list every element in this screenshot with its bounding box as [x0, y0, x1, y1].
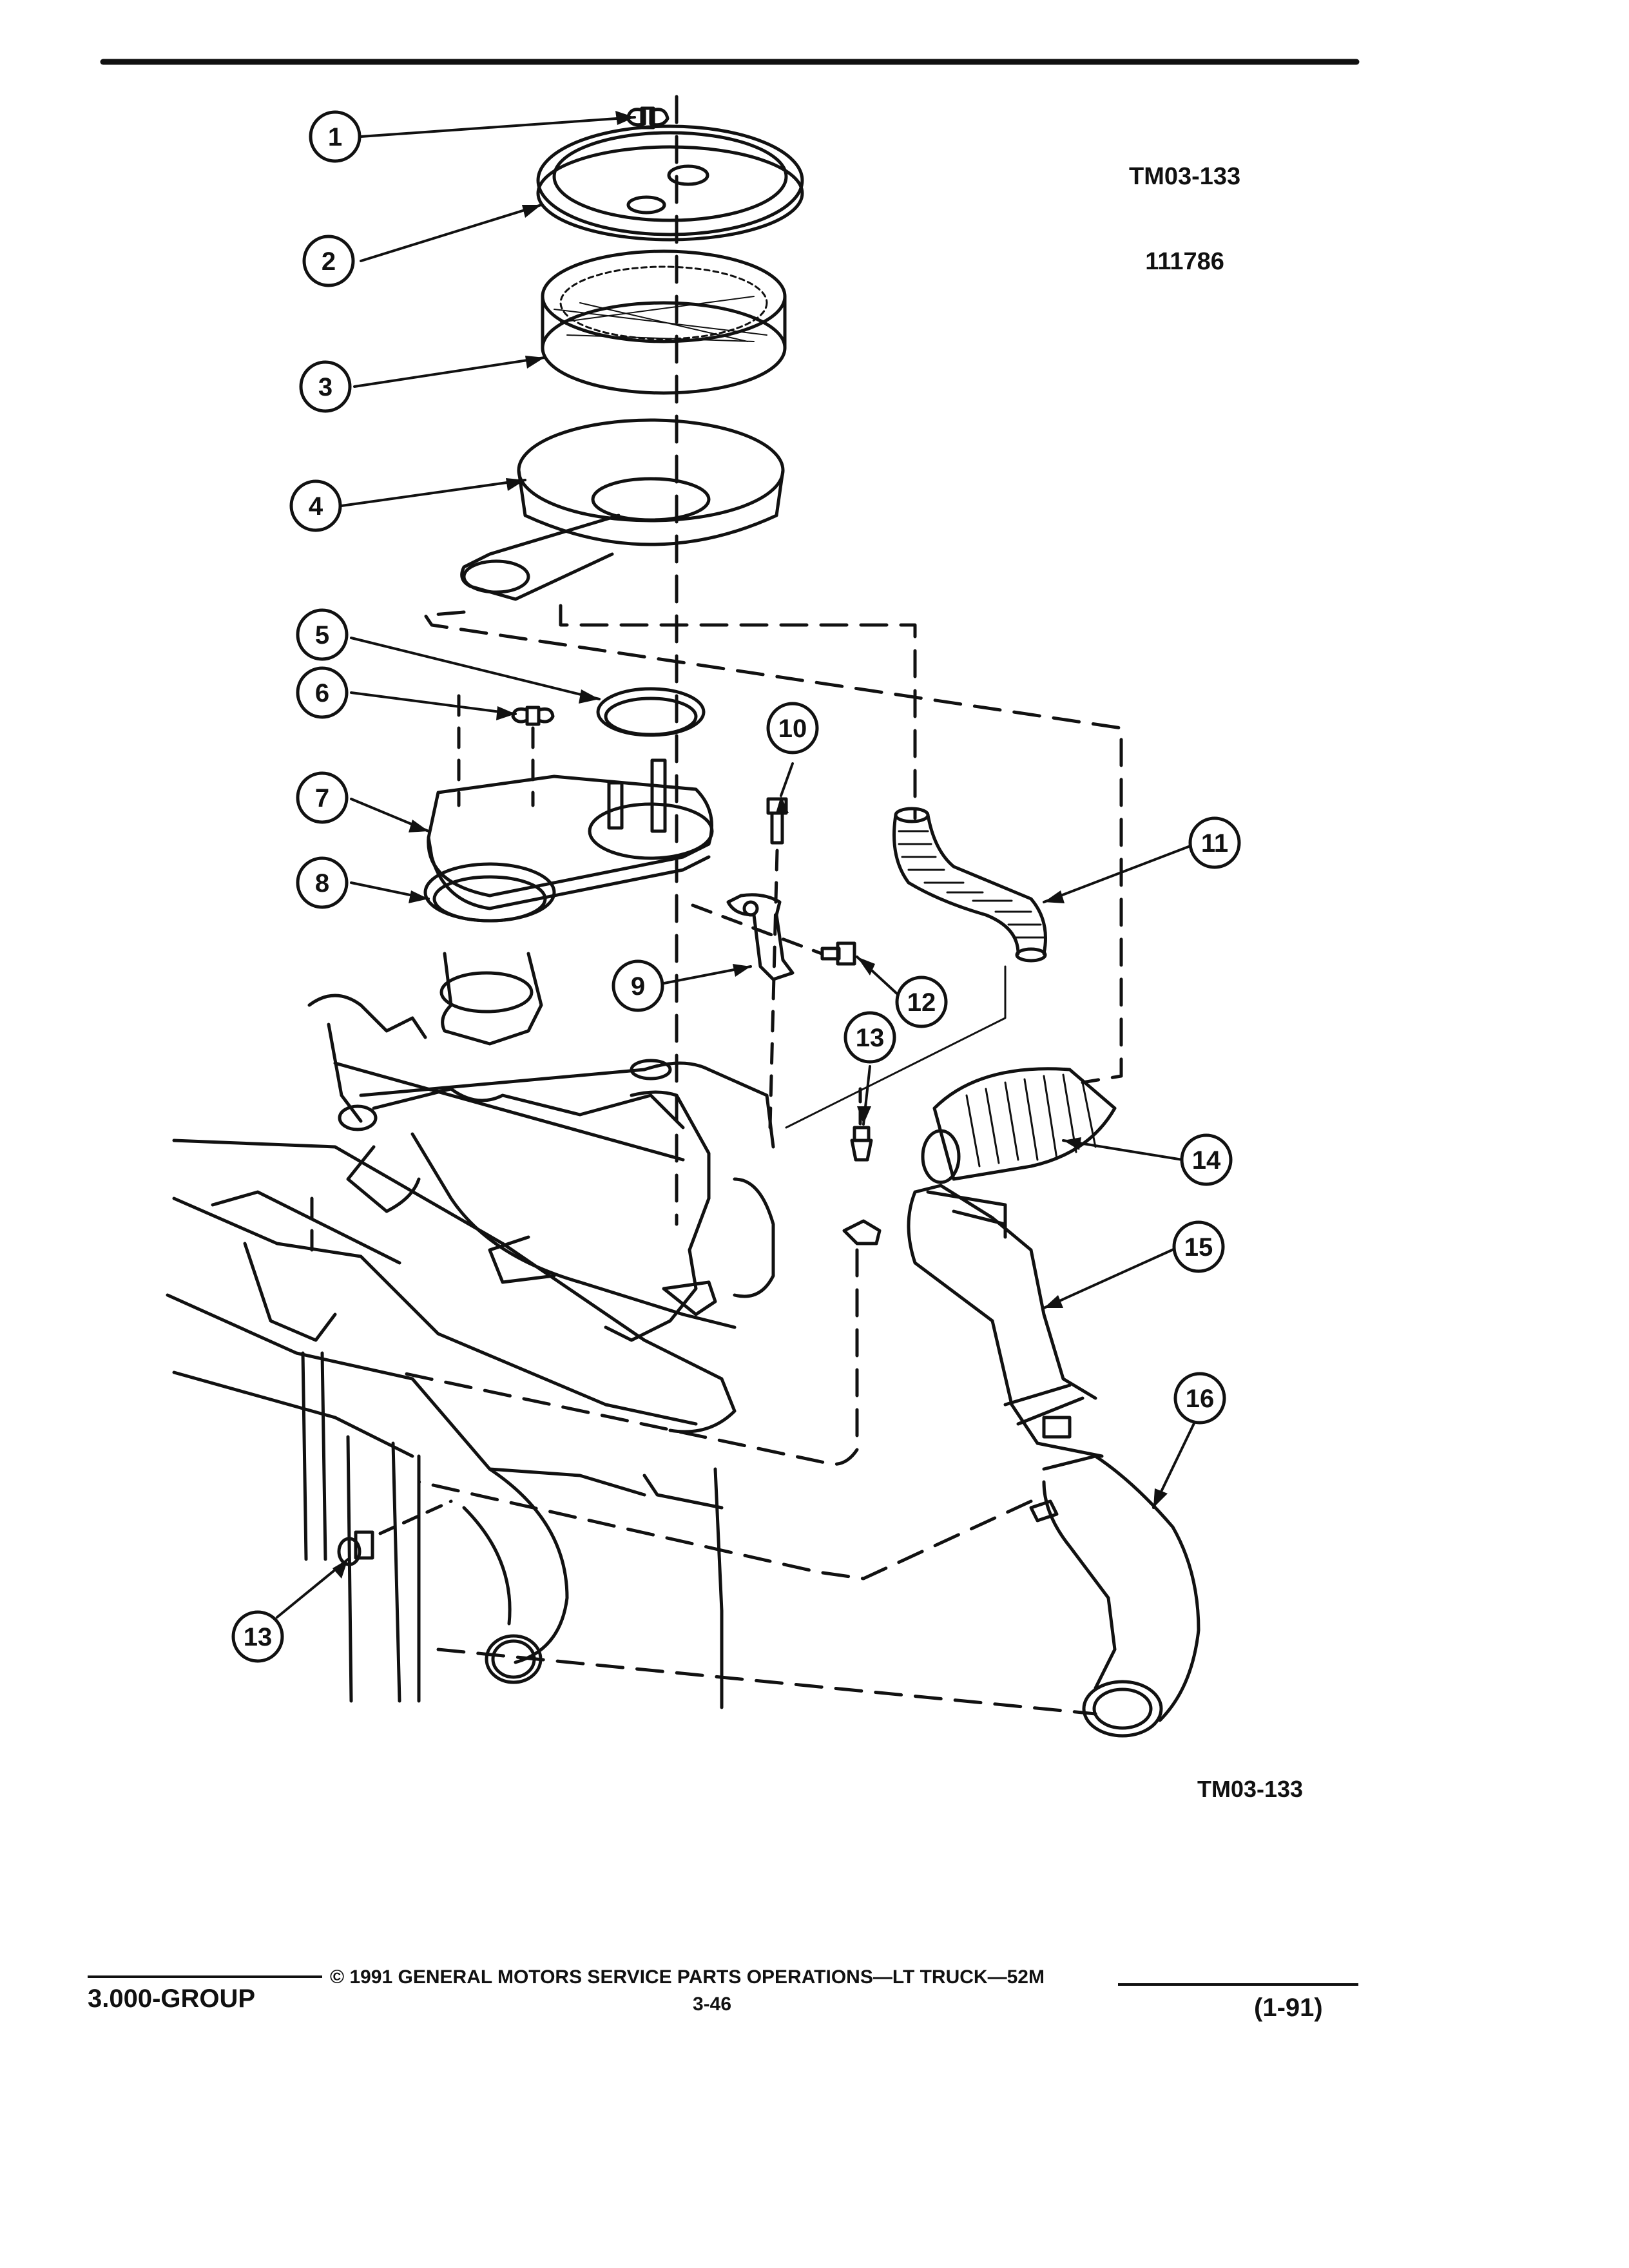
callout-label: 13 [856, 1024, 885, 1052]
air-cleaner-cover-part [536, 124, 804, 242]
callout-circle [1180, 1133, 1233, 1186]
air-cleaner-housing-part [460, 418, 785, 601]
callout-circle [296, 856, 349, 909]
callout-circle [296, 608, 349, 661]
callout-5: 5 [296, 608, 349, 661]
callout-label: 5 [315, 621, 329, 649]
leader-6 [350, 691, 517, 715]
callout-label: 16 [1186, 1385, 1215, 1413]
callout-label: 1 [328, 123, 342, 151]
callout-label: 9 [631, 972, 645, 1001]
figure-caption: TM03-133 [1197, 1776, 1304, 1802]
routing-line-housing [423, 610, 1123, 1084]
callout-label: 6 [315, 679, 329, 707]
bolt-10-axis [768, 849, 779, 1129]
callout-circle [1188, 816, 1241, 869]
corrugated-hose-part [892, 807, 1047, 963]
callout-label: 13 [244, 1623, 273, 1651]
seal-ring-part [596, 687, 706, 737]
routing-line-duct-outlet [436, 1648, 1097, 1716]
callout-circle [895, 975, 948, 1028]
callout-circle [289, 479, 342, 532]
callout-circle [612, 959, 664, 1012]
leader-14 [1062, 1139, 1184, 1161]
callout-circle [231, 1610, 284, 1663]
callout-circle [296, 771, 349, 824]
engine-block-part [307, 952, 775, 1342]
callout-circle [1173, 1372, 1226, 1425]
revision-date: (1-91) [1254, 1994, 1323, 2022]
intake-duct-part [907, 1184, 1104, 1458]
callout-4: 4 [289, 479, 342, 532]
callout-label: 2 [322, 247, 336, 276]
leader-1 [360, 116, 636, 138]
figure-code-header: TM03-133 111786 [1129, 106, 1240, 332]
leader-15 [1043, 1245, 1181, 1309]
callout-11: 11 [1188, 816, 1241, 869]
callout-16: 15 [1172, 1220, 1225, 1273]
callout-7: 7 [296, 771, 349, 824]
routing-line-preheat [559, 604, 917, 820]
callout-1: 1 [309, 110, 361, 163]
callout-label: 8 [315, 869, 329, 898]
callout-label: 4 [309, 492, 323, 521]
figure-number: 111786 [1145, 248, 1224, 275]
callout-label: 14 [1192, 1146, 1221, 1175]
callout-label: 3 [318, 373, 333, 401]
callout-10: 10 [766, 702, 819, 754]
figure-code: TM03-133 [1129, 163, 1241, 190]
callout-circle [1172, 1220, 1225, 1273]
push-pin-lower-part [337, 1530, 374, 1566]
leader-5 [350, 637, 601, 700]
callout-6: 6 [296, 666, 349, 719]
callout-9: 9 [612, 959, 664, 1012]
bracket-part [726, 893, 795, 981]
callout-circle [296, 666, 349, 719]
flexible-duct-part [921, 1067, 1117, 1184]
wing-nut-small-part [511, 706, 555, 726]
adapter-part [427, 758, 714, 910]
callout-label: 10 [778, 715, 807, 743]
copyright-line: © 1991 GENERAL MOTORS SERVICE PARTS OPER… [330, 1966, 1045, 1988]
callout-15: 14 [1180, 1133, 1233, 1186]
callout-label: 15 [1184, 1233, 1213, 1262]
callout-circle [843, 1011, 896, 1064]
callout-12: 12 [895, 975, 948, 1028]
callout-8: 8 [296, 856, 349, 909]
routing-line-lower-pin [378, 1499, 453, 1535]
leader-4 [340, 479, 526, 507]
push-pin-upper-part [842, 1126, 882, 1245]
callout-circle [299, 360, 352, 413]
leader-arrowheads [333, 111, 1168, 1579]
group-label: 3.000-GROUP [88, 1984, 256, 2013]
radiator-support-part [166, 1139, 737, 1709]
callout-13: 13 [843, 1011, 896, 1064]
leader-10 [780, 762, 794, 797]
callout-3: 3 [299, 360, 352, 413]
leader-11 [1043, 843, 1197, 903]
callout-2: 2 [302, 235, 355, 287]
callout-17: 16 [1173, 1372, 1226, 1425]
routing-line-duct-clamp [417, 1480, 1033, 1581]
callout-label: 11 [1201, 829, 1228, 858]
page-number: 3-46 [693, 1994, 732, 2015]
callout-14: 13 [231, 1610, 284, 1663]
callout-circle [309, 110, 361, 163]
leader-2 [360, 204, 543, 262]
callout-label: 12 [907, 988, 936, 1017]
callout-label: 7 [315, 784, 329, 812]
leader-3 [353, 356, 546, 388]
bolt-12-axis [691, 903, 824, 956]
filter-element-part [541, 249, 787, 395]
routing-line-push-pin [398, 1248, 859, 1466]
outlet-duct-part [1029, 1454, 1200, 1738]
callout-circle [302, 235, 355, 287]
gasket-part [423, 862, 556, 923]
callout-circle [766, 702, 819, 754]
